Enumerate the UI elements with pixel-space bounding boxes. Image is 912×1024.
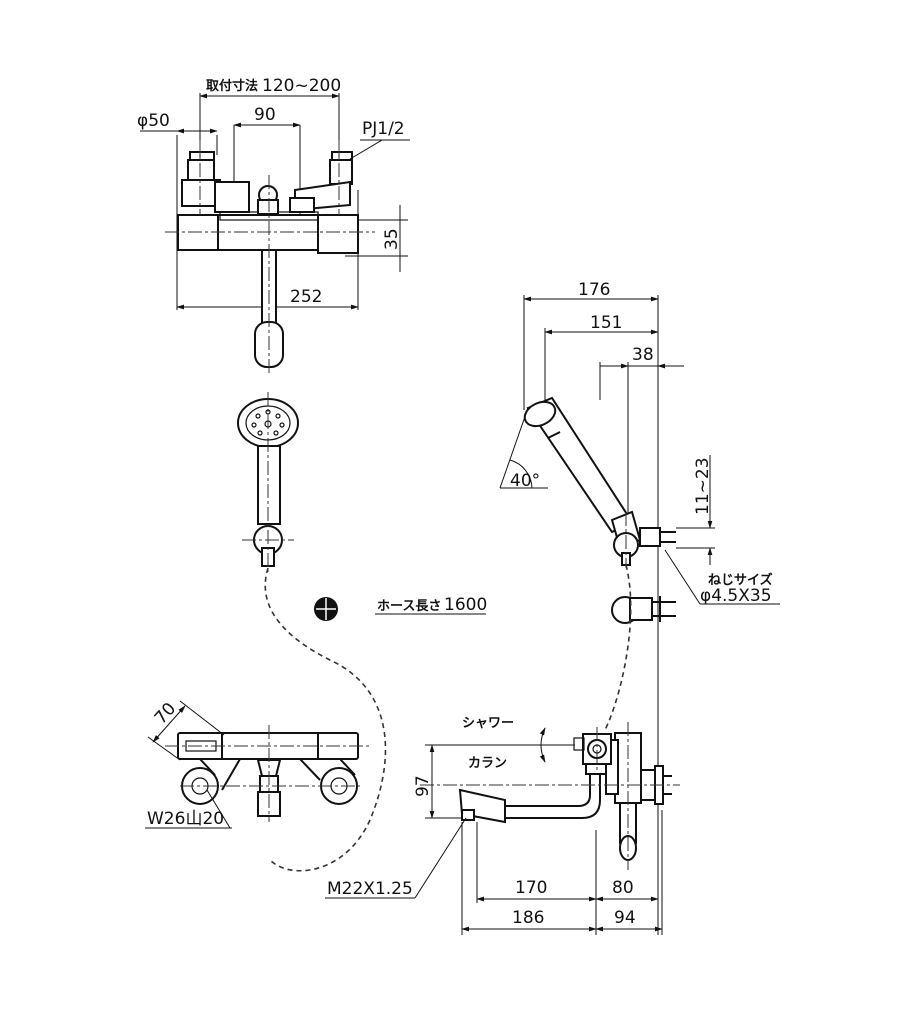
d252-label: 252 xyxy=(290,287,322,307)
d70-label: 70 xyxy=(151,699,180,728)
hand-shower-front-view xyxy=(237,392,299,572)
angle-label: 40° xyxy=(510,471,540,491)
thread-m22-label: M22X1.25 xyxy=(327,879,413,899)
hose-length-prefix: ホース長さ xyxy=(377,599,441,614)
shower-side-view: 176 151 38 40° 11~23 ねじサイズ φ4.5X35 xyxy=(499,280,780,935)
d80-label: 80 xyxy=(612,878,634,898)
hose-section: ホース長さ 1600 xyxy=(314,595,487,621)
hose-dashed xyxy=(264,567,387,872)
d38-label: 38 xyxy=(632,345,654,365)
d97-label: 97 xyxy=(413,775,433,797)
shower-label: シャワー xyxy=(462,716,514,731)
hose-length-label: 1600 xyxy=(444,595,487,615)
mount-range-prefix: 取付寸法 xyxy=(206,78,258,94)
d11-23-label: 11~23 xyxy=(693,457,713,515)
mixer-front-view: 取付寸法 120~200 φ50 90 PJ1/2 252 35 xyxy=(137,76,410,375)
d35-label: 35 xyxy=(382,228,402,250)
d94-label: 94 xyxy=(614,908,636,928)
d186-label: 186 xyxy=(512,908,544,928)
thread-w26-label: W26山20 xyxy=(147,809,224,829)
d90-label: 90 xyxy=(254,105,276,125)
spout-side-view: 97 シャワー カラン 170 80 186 94 M22X1.25 xyxy=(325,716,680,935)
pipe-label: PJ1/2 xyxy=(362,119,405,139)
faucet-label: カラン xyxy=(468,756,507,771)
mixer-top-view: 70 W26山20 xyxy=(145,699,372,829)
screw-size-title: ねじサイズ xyxy=(708,572,773,588)
mount-range-label: 120~200 xyxy=(262,76,341,96)
d170-label: 170 xyxy=(515,878,547,898)
phi50-label: φ50 xyxy=(137,111,170,131)
d176-label: 176 xyxy=(578,280,610,300)
screw-size-label: φ4.5X35 xyxy=(700,586,772,606)
d151-label: 151 xyxy=(590,313,622,333)
